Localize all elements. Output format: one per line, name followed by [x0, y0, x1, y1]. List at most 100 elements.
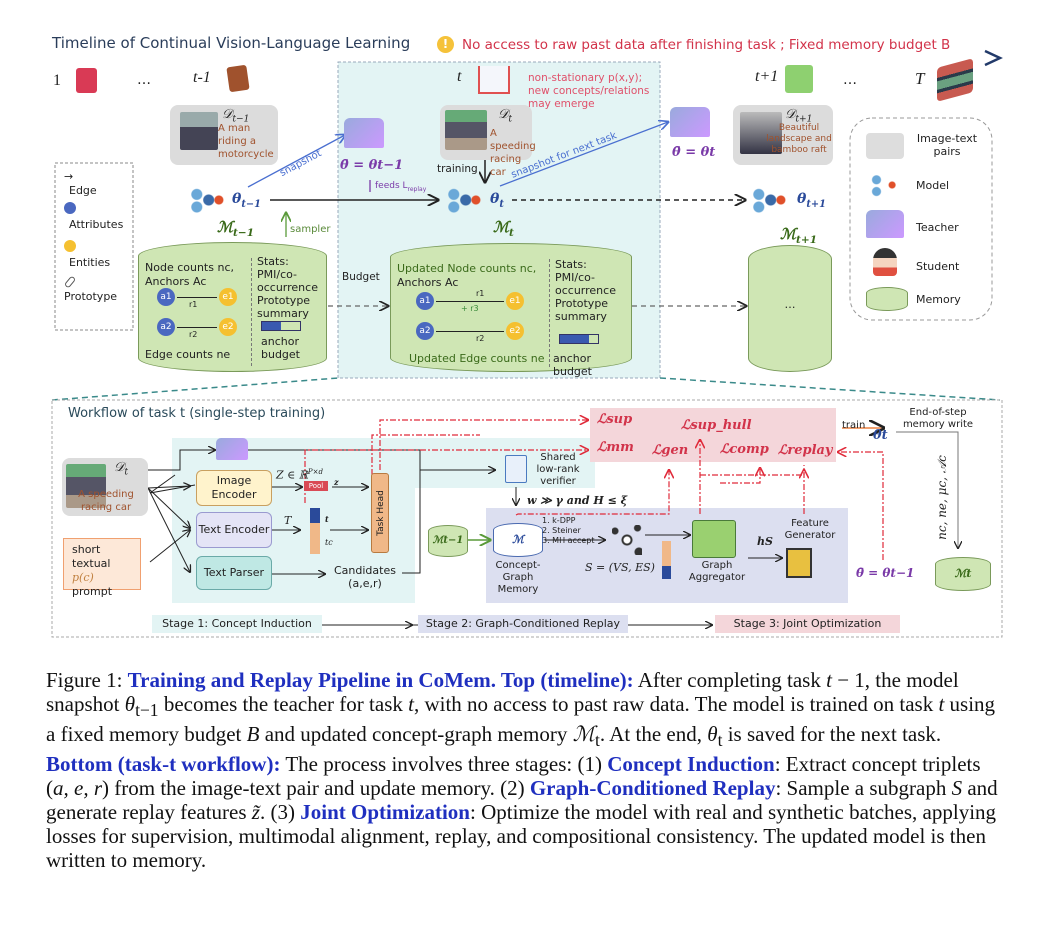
- warning-icon: !: [437, 36, 454, 53]
- relation-label: r2: [476, 334, 485, 343]
- memory-next-label: ℳt+1: [780, 225, 818, 246]
- teacher-icon: [670, 107, 710, 137]
- caption-segment: : Sample a subgraph: [775, 776, 952, 801]
- verifier-label: Shared low-rank verifier: [536, 452, 580, 487]
- caption-segment: Bottom (task-t workflow):: [46, 752, 281, 777]
- model-icon: [447, 186, 481, 214]
- anchor-budget-bar: [261, 321, 301, 331]
- image-text-pair-swatch: [866, 133, 904, 159]
- teacher-icon: [344, 118, 384, 148]
- dataset-label: 𝒟t−1: [222, 107, 250, 125]
- stage-2-label: Stage 2: Graph-Conditioned Replay: [418, 615, 628, 633]
- caption-segment: ℳ: [572, 722, 596, 747]
- legend-prototype: Prototype: [64, 290, 118, 303]
- racing-car-photo: [445, 110, 487, 150]
- loss-gen: ℒgen: [652, 443, 689, 458]
- train-label: train: [842, 420, 866, 431]
- image-encoder: Image Encoder: [196, 470, 272, 506]
- caption-segment: Training and Replay Pipeline in CoMem. T…: [127, 668, 634, 692]
- divider: [251, 258, 252, 366]
- green-book-icon: [785, 65, 813, 93]
- caption-segment: a, e, r: [53, 776, 102, 801]
- step-mh: 3. MH accept: [542, 536, 595, 545]
- divider: [549, 259, 550, 367]
- caption-segment: t: [826, 668, 832, 692]
- caption-segment: becomes the teacher for task: [158, 692, 409, 716]
- figure-caption: Figure 1: Training and Replay Pipeline i…: [46, 668, 1006, 872]
- step-steiner: 2. Steiner: [542, 526, 581, 535]
- caption-segment: − 1, the model snapshot: [46, 668, 959, 716]
- graph-aggregator-label: Graph Aggregator: [688, 560, 746, 583]
- attribute-dot-icon: [64, 202, 76, 214]
- relation-label-new: + r3: [461, 304, 479, 313]
- dataset-label: 𝒟t: [498, 107, 513, 125]
- attribute-node: a2: [157, 318, 175, 336]
- legend-right-box: [849, 117, 993, 321]
- caption-segment: θ: [124, 692, 136, 716]
- workflow-title: Workflow of task t (single-step training…: [68, 406, 326, 421]
- dataset-label: 𝒟t: [114, 460, 129, 478]
- text-parser: Text Parser: [196, 556, 272, 590]
- caption-segment: B: [246, 722, 260, 747]
- ellipsis: …: [137, 72, 151, 88]
- memory-t-cylinder: ℳt: [935, 557, 991, 591]
- graph-aggregator-icon: [692, 520, 736, 558]
- memory-current-cylinder: Updated Node counts nc, Anchors Ac a1 e1…: [390, 243, 632, 378]
- edge: [436, 301, 504, 302]
- feeds-replay-label: feeds Lreplay: [375, 181, 427, 193]
- entity-node: e2: [506, 322, 524, 340]
- caption-segment: Graph-Conditioned Replay: [529, 776, 776, 801]
- book-icon: [76, 68, 97, 93]
- node-counts: Updated Node counts nc,: [397, 262, 537, 275]
- legend-model: Model: [916, 179, 950, 192]
- image-caption: A speeding racing car: [78, 489, 134, 513]
- task-head-label: Task Head: [376, 490, 386, 536]
- anchors: Anchors Ac: [145, 275, 207, 288]
- loss-replay: ℒreplay: [778, 443, 833, 458]
- loss-mm: ℒmm: [597, 440, 634, 455]
- memory-write-values: nc, ne, μc, 𝒜c: [934, 455, 949, 540]
- timeline-arrowhead: [984, 49, 1003, 67]
- anchor-budget-bar: [559, 334, 599, 344]
- relation-label: r2: [189, 330, 198, 339]
- theta-current: θt: [490, 191, 504, 210]
- anchor-budget-label: anchor budget: [261, 335, 300, 361]
- loss-sup-hull: ℒsup_hull: [681, 418, 752, 433]
- caption-segment: Concept Induction: [607, 752, 775, 777]
- hs-label: hS: [757, 535, 773, 548]
- stats-prototype: Prototype summary: [257, 294, 311, 320]
- end-of-step-label: End-of-step memory write: [902, 407, 974, 430]
- attribute-node: a1: [416, 292, 434, 310]
- theta-next: θt+1: [797, 191, 826, 210]
- z-label: z: [334, 477, 339, 487]
- prompt-text: short textual: [72, 543, 111, 570]
- caption-segment: ) from the image-text pair and update me…: [102, 776, 530, 801]
- legend-entities: Entities: [69, 256, 111, 269]
- teacher-icon: [866, 210, 904, 238]
- task-current-label: t: [457, 68, 462, 85]
- racing-car-photo: [66, 464, 106, 508]
- model-icon: [752, 186, 786, 214]
- memory-prev-label: ℳt−1: [217, 218, 255, 239]
- image-caption: A man riding a motorcycle: [218, 123, 274, 160]
- caption-segment: t−1: [135, 700, 159, 721]
- image-caption: A speeding racing car: [490, 128, 536, 178]
- stats-pmi: PMI/co-occurrence: [555, 271, 616, 297]
- image-text-pair-next: 𝒟t+1 Beautiful landscape and bamboo raft: [733, 105, 833, 165]
- caption-segment: The process involves three stages: (1): [280, 752, 608, 777]
- attribute-node: a2: [416, 322, 434, 340]
- loss-region: [590, 408, 836, 462]
- loss-sup: ℒsup: [597, 412, 633, 427]
- text-prompt-note: short textual p(c) prompt: [63, 538, 141, 598]
- feature-generator-icon: [786, 548, 812, 578]
- text-token-stack: [310, 508, 320, 554]
- memory-prev-label: ℳt−1: [432, 535, 464, 546]
- legend-memory: Memory: [916, 293, 961, 306]
- gate-condition: w ≫ γ and H ≤ ξ: [527, 494, 628, 507]
- node-counts: Node counts nc,: [145, 261, 234, 274]
- loss-comp: ℒcomp: [720, 442, 769, 457]
- caption-segment: : Optimize the model with real and synth…: [46, 800, 997, 873]
- verifier-icon: [505, 455, 527, 483]
